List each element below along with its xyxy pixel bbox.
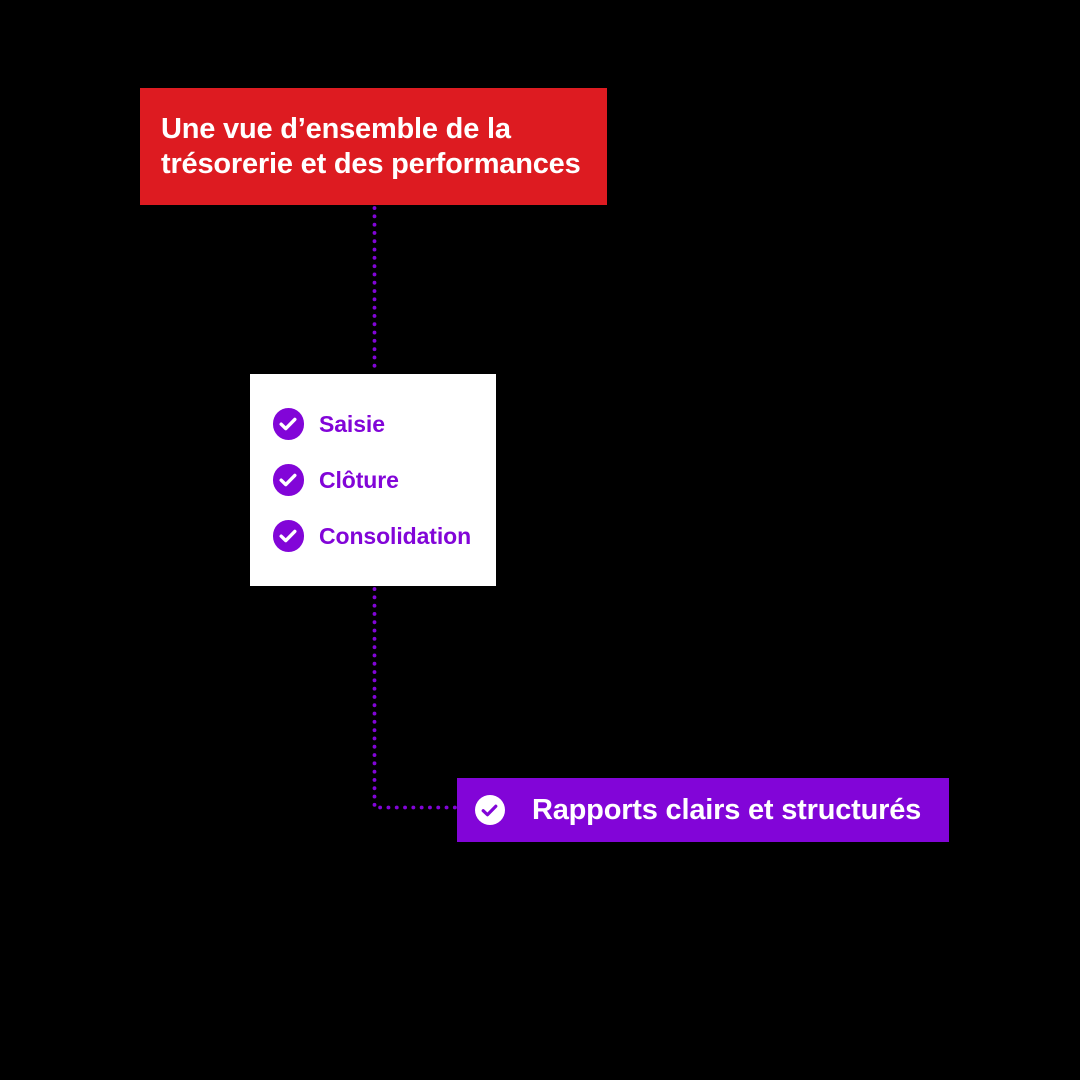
checklist-item-label: Clôture	[319, 466, 399, 493]
checklist-item: Clôture	[272, 464, 497, 496]
check-circle-icon	[272, 408, 304, 440]
checklist-item-label: Consolidation	[319, 522, 472, 549]
check-icon	[279, 417, 297, 431]
check-circle-icon	[272, 464, 304, 496]
checklist-item: Consolidation	[272, 520, 497, 552]
header-line-1: Une vue d’ensemble de la	[161, 112, 511, 145]
checklist-item: Saisie	[272, 408, 497, 440]
check-circle-icon	[272, 520, 304, 552]
check-icon	[481, 804, 498, 816]
banner-label: Rapports clairs et structurés	[532, 793, 922, 826]
result-banner: Rapports clairs et structurés	[457, 778, 949, 842]
checklist-item-label: Saisie	[319, 410, 385, 437]
connector-bottom-elbow	[372, 587, 458, 810]
header-line-2: trésorerie et des performances	[161, 147, 581, 180]
checklist-card: Saisie Clôture Consolidation	[250, 374, 496, 586]
check-icon	[279, 529, 297, 543]
banner-check-circle-icon	[474, 794, 505, 826]
check-icon	[279, 473, 297, 487]
header-box: Une vue d’ensemble de la trésorerie et d…	[140, 88, 607, 205]
